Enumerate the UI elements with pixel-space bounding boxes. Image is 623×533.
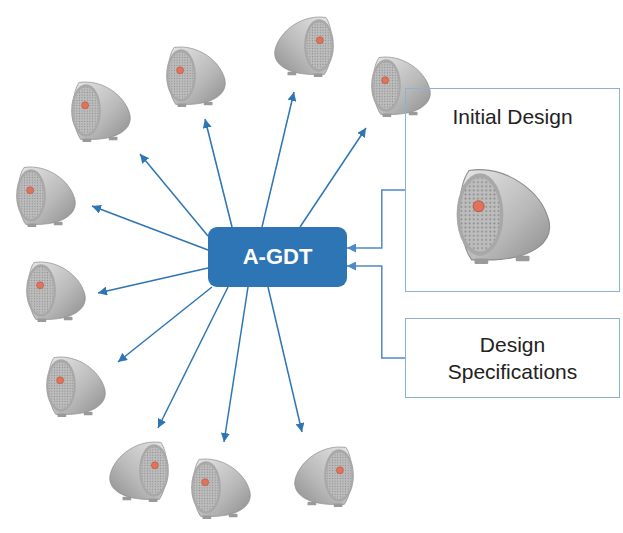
output-arrow <box>262 92 294 227</box>
input-connector <box>347 266 405 358</box>
speaker-figure <box>191 459 250 519</box>
output-speakers <box>16 17 549 519</box>
speaker-figure <box>16 167 75 227</box>
initial-speaker-figure <box>457 170 550 264</box>
speaker-figure <box>46 357 105 417</box>
output-arrow <box>268 287 302 432</box>
speaker-figure <box>371 57 430 117</box>
output-arrow <box>92 206 208 250</box>
speaker-figure <box>295 447 354 507</box>
output-arrow <box>224 287 248 442</box>
input-connector <box>347 190 405 248</box>
output-arrow <box>98 268 208 293</box>
node-label: Design Specifications <box>438 331 588 386</box>
node-label: Initial Design <box>452 105 572 129</box>
output-arrow <box>118 287 212 362</box>
speaker-figure <box>275 17 334 77</box>
speaker-figure <box>166 47 225 107</box>
process-box: A-GDT <box>208 227 347 287</box>
input-box: Design Specifications <box>405 318 620 398</box>
output-arrow <box>205 119 232 227</box>
node-label: A-GDT <box>243 244 313 270</box>
output-arrow <box>300 128 366 227</box>
speaker-figure <box>71 82 130 142</box>
output-arrow <box>140 154 208 236</box>
input-box: Initial Design <box>405 88 620 292</box>
output-arrow <box>158 287 228 428</box>
speaker-figure <box>26 262 85 322</box>
speaker-figure <box>110 442 169 502</box>
output-arrows <box>92 92 366 442</box>
